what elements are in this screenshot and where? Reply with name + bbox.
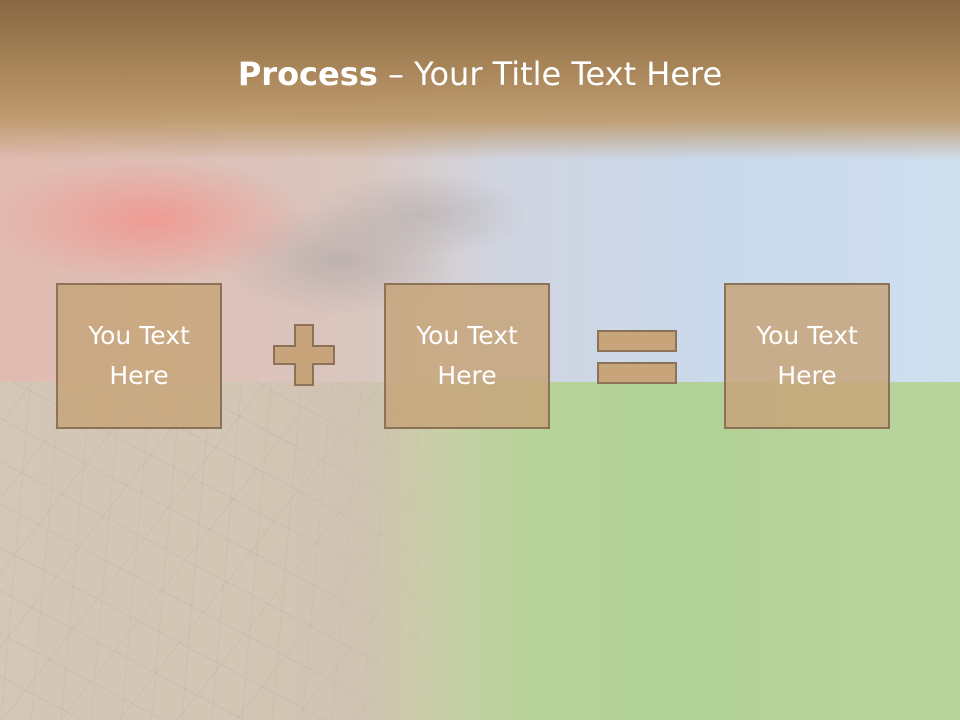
equals-icon bbox=[597, 330, 677, 384]
process-box-1[interactable]: You Text Here bbox=[56, 283, 222, 429]
title-band bbox=[0, 0, 960, 160]
ground-background bbox=[0, 382, 960, 720]
title-rest-part: – Your Title Text Here bbox=[377, 55, 723, 93]
process-box-2[interactable]: You Text Here bbox=[384, 283, 550, 429]
process-box-3[interactable]: You Text Here bbox=[724, 283, 890, 429]
title-bold-part: Process bbox=[237, 55, 378, 93]
plus-icon bbox=[273, 324, 335, 386]
cracked-earth-texture bbox=[0, 382, 470, 720]
slide-title[interactable]: Process – Your Title Text Here bbox=[0, 52, 960, 96]
